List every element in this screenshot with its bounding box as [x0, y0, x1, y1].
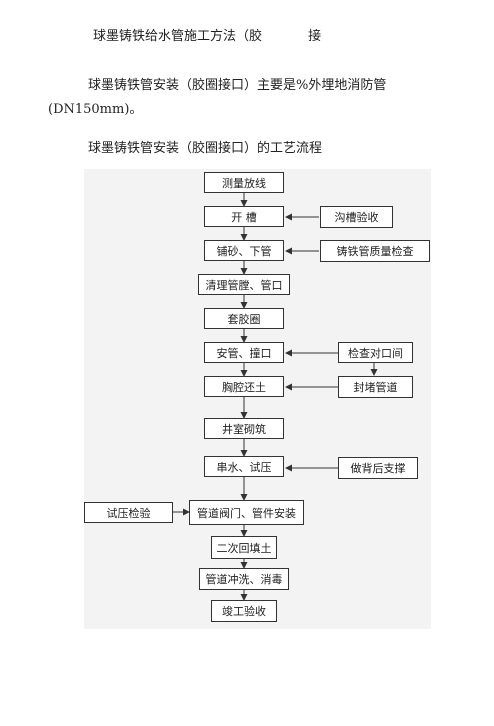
doc-title-main: 球墨铸铁给水管施工方法（胶: [93, 29, 263, 44]
flow-step-2: 开 槽: [204, 206, 284, 227]
flow-side-pipe-quality: 铸铁管质量检查: [320, 240, 430, 262]
flow-step-7: 胸腔还土: [204, 376, 284, 397]
flow-step-4: 清理管膛、管口: [198, 274, 290, 295]
flow-step-5: 套胶圈: [204, 308, 284, 329]
flow-side-back-support: 做背后支撑: [338, 457, 418, 479]
flow-step-10: 管道阀门、管件安装: [189, 500, 304, 525]
flow-step-3: 铺砂、下管: [204, 240, 284, 261]
flow-step-13: 竣工验收: [211, 600, 277, 622]
flow-heading: 球墨铸铁管安装（胶圈接口）的工艺流程: [88, 141, 323, 156]
doc-title-tail: 接: [308, 29, 322, 44]
flow-side-seal-pipe: 封堵管道: [338, 376, 413, 398]
flow-side-joint-gap: 检查对口间: [338, 342, 413, 363]
flow-step-9: 串水、试压: [204, 456, 284, 477]
doc-title: 球墨铸铁给水管施工方法（胶 接: [93, 25, 321, 44]
flow-step-6: 安管、撞口: [204, 342, 284, 363]
flow-side-pressure-test: 试压检验: [84, 502, 173, 523]
flow-step-11: 二次回填土: [211, 536, 277, 559]
flow-step-12: 管道冲洗、消毒: [199, 568, 289, 590]
flow-step-1: 测量放线: [204, 172, 284, 193]
doc-intro-continued: (DN150mm)。: [48, 102, 143, 117]
flow-arrows: [173, 193, 378, 601]
flow-step-8: 井室砌筑: [204, 418, 284, 439]
process-flowchart: 测量放线 开 槽 铺砂、下管 清理管膛、管口 套胶圈 安管、撞口 胸腔还土 井室…: [84, 169, 431, 629]
flow-side-trench-check: 沟槽验收: [320, 206, 393, 228]
doc-intro: 球墨铸铁管安装（胶圈接口）主要是%外埋地消防管: [88, 78, 387, 93]
